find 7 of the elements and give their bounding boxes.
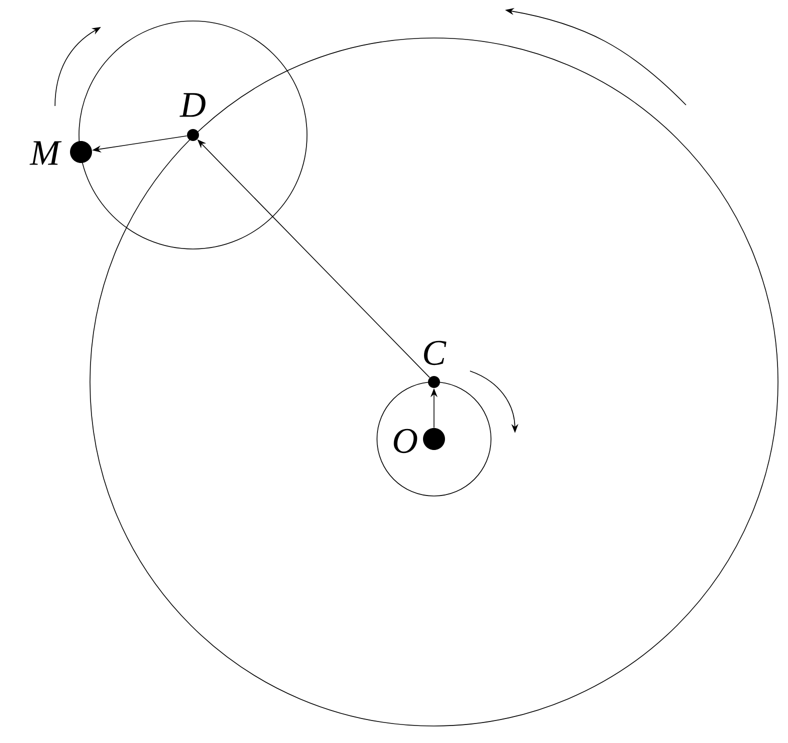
point-label: D	[180, 93, 206, 117]
point-label: C	[424, 340, 446, 366]
point-label: O	[394, 428, 418, 454]
point-label: M	[30, 141, 62, 165]
point-dot	[423, 428, 445, 450]
point-dot	[187, 129, 199, 141]
point-dot	[70, 140, 92, 163]
